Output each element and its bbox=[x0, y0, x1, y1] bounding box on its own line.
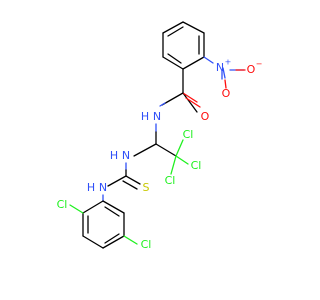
thiourea-sulfur-label: S bbox=[143, 181, 150, 194]
nitro-oxygen-charge: − bbox=[256, 60, 263, 69]
chlorine-2-label: Cl bbox=[191, 159, 202, 172]
structure-svg: N + O O − O N H Cl Cl Cl N H bbox=[57, 21, 263, 251]
nitro-oxygen-anion-label: O bbox=[247, 63, 256, 76]
thiourea-nitrogen-lower-label: N bbox=[99, 181, 107, 194]
thiourea-hydrogen-lower-label: H bbox=[87, 181, 95, 194]
dichlorophenyl-ring: Cl Cl bbox=[57, 198, 152, 251]
amide-oxygen-label: O bbox=[201, 110, 210, 123]
trichloroethyl-group: Cl Cl Cl bbox=[155, 123, 202, 187]
molecule-diagram: N + O O − O N H Cl Cl Cl N H bbox=[57, 21, 263, 251]
thiourea-hydrogen-upper-label: H bbox=[110, 149, 118, 162]
ring-chlorine-ortho-label: Cl bbox=[57, 198, 68, 211]
chlorine-1-label: Cl bbox=[183, 128, 194, 141]
ring-chlorine-meta-label: Cl bbox=[141, 238, 152, 251]
amide-nitrogen-label: N bbox=[153, 110, 161, 123]
nitro-oxygen-label: O bbox=[222, 87, 231, 100]
thiourea-nitrogen-upper-label: N bbox=[122, 149, 130, 162]
thiourea-group: N H S N H bbox=[87, 143, 157, 202]
amide-hydrogen-label: H bbox=[141, 110, 149, 123]
nitro-nitrogen-label: N bbox=[216, 61, 224, 74]
amide-group: O N H bbox=[141, 68, 210, 123]
nitrobenzoyl-ring bbox=[162, 21, 205, 70]
chlorine-3-label: Cl bbox=[165, 174, 176, 187]
nitro-group: N + O O − bbox=[203, 56, 263, 100]
nitro-nitrogen-charge: + bbox=[225, 58, 232, 67]
